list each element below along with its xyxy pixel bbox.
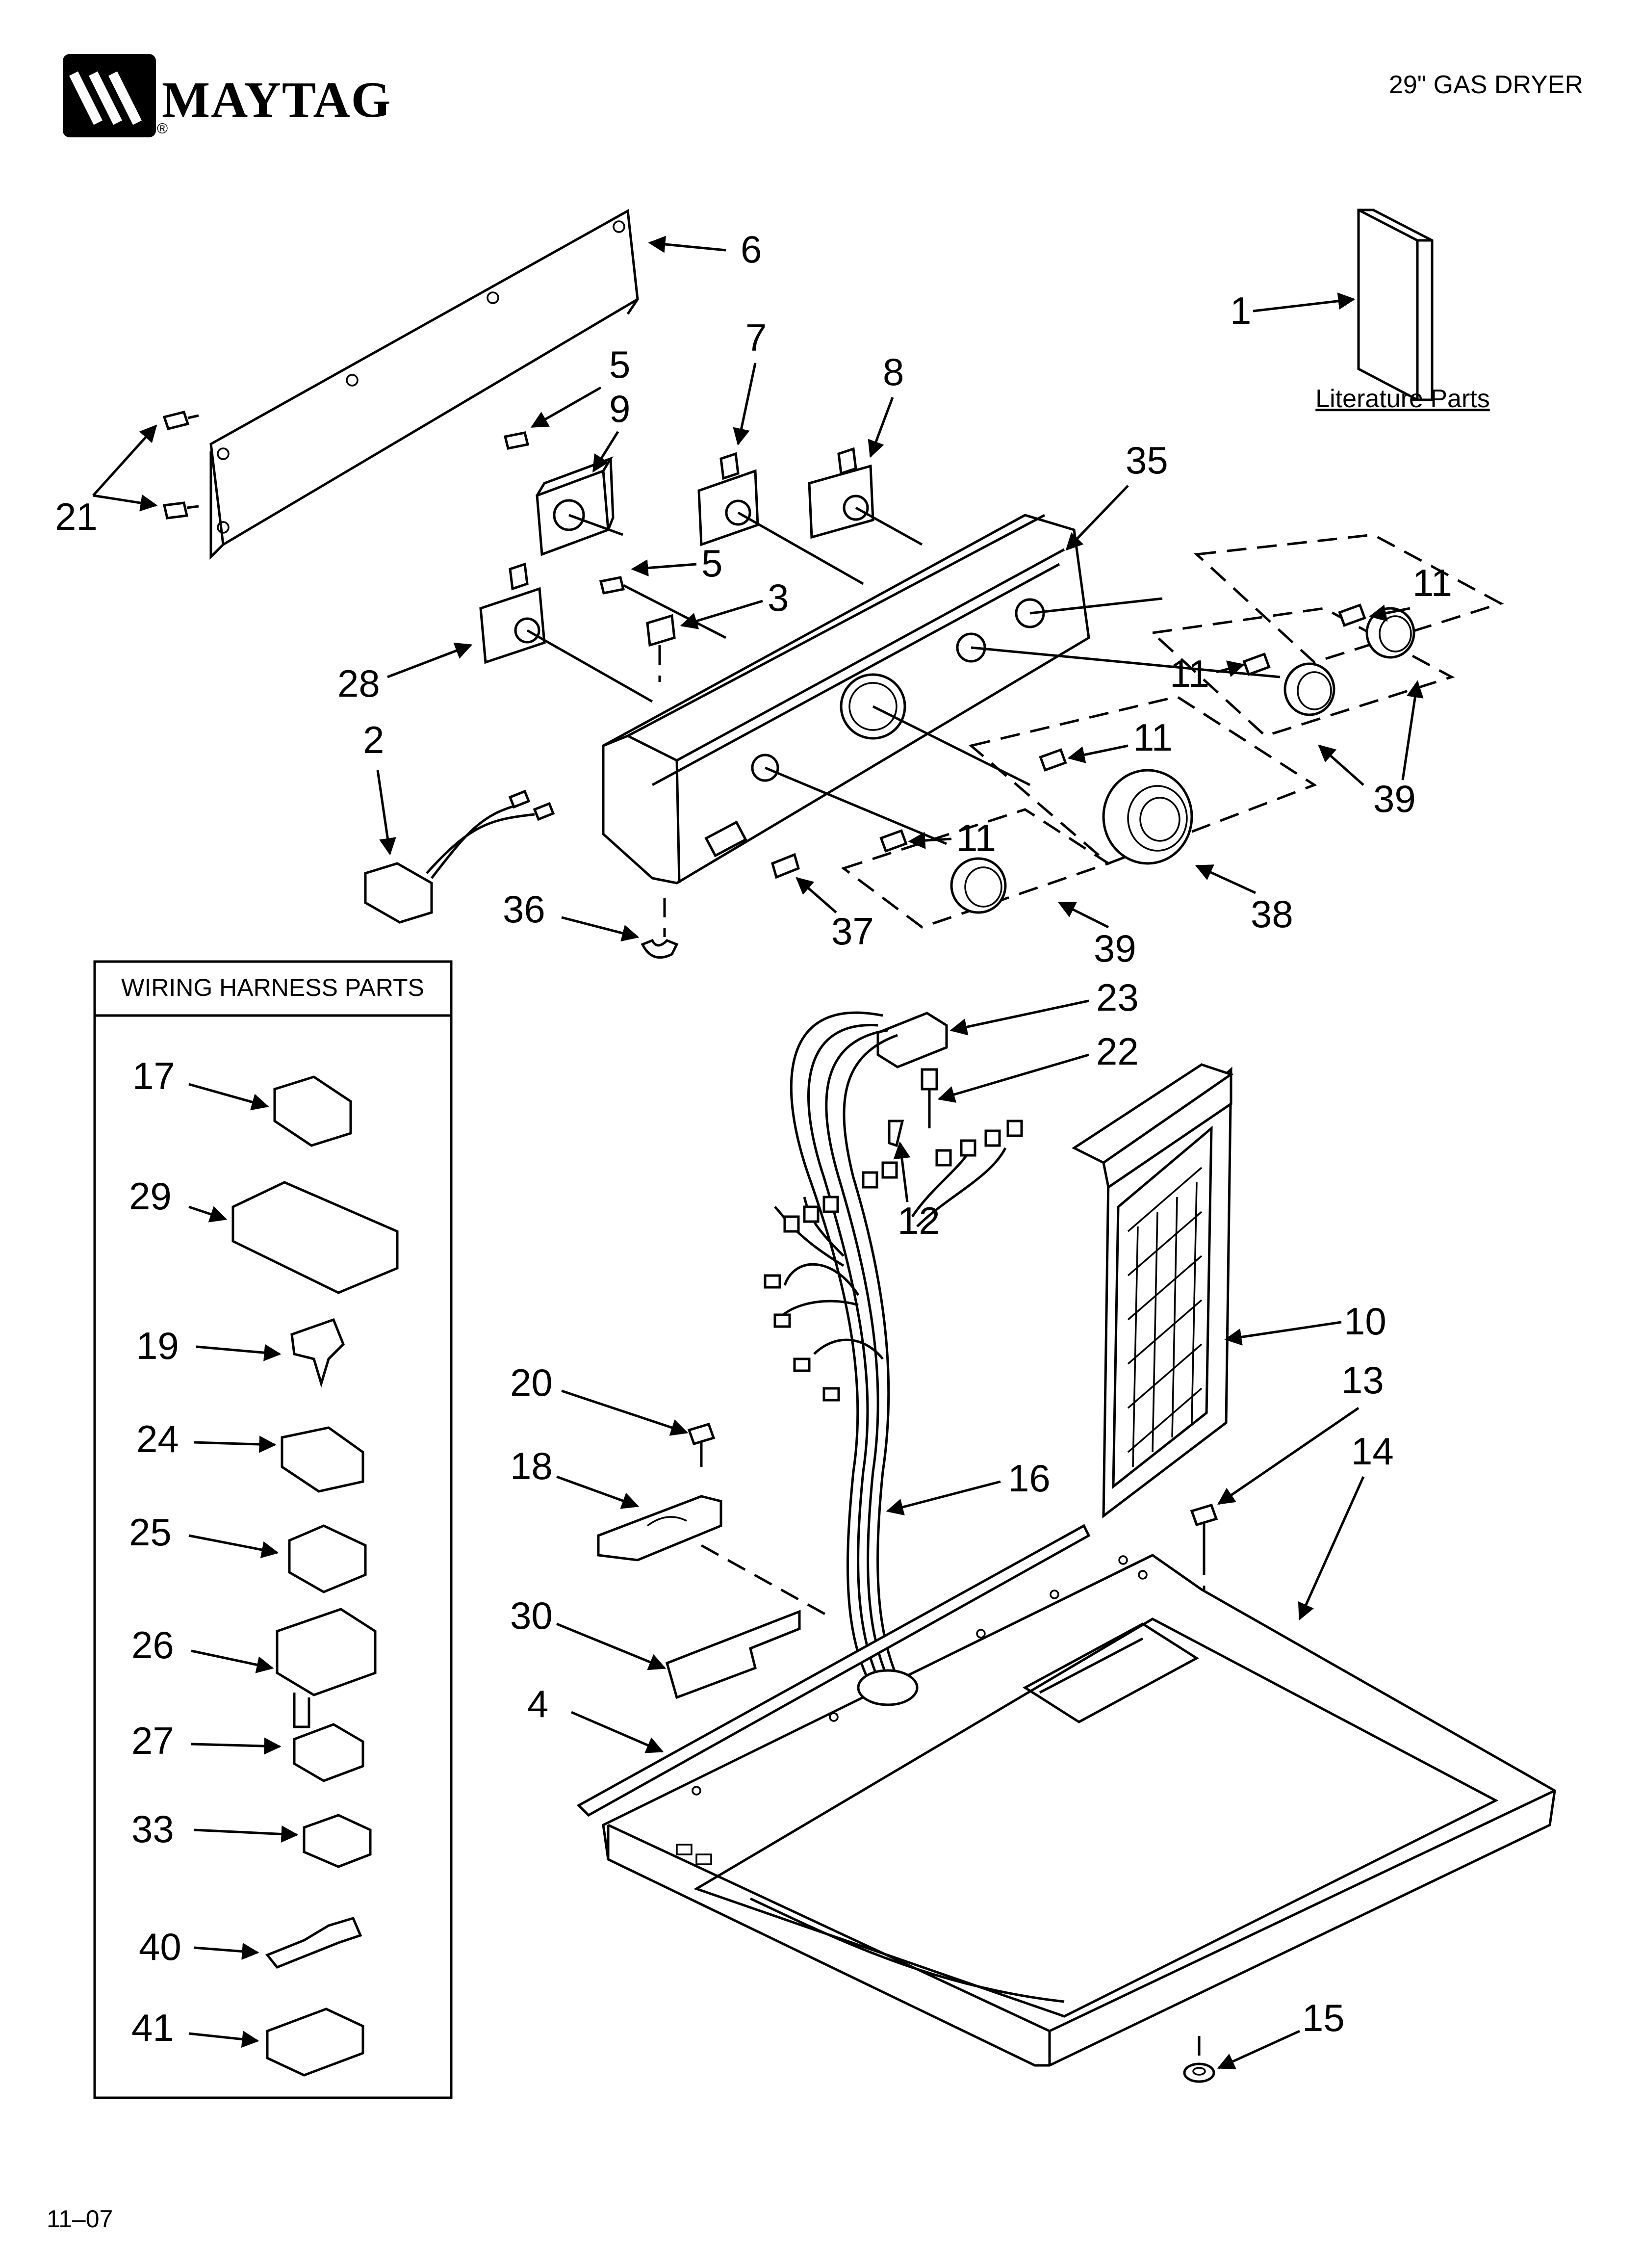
harness-item-33: 33 — [131, 1807, 174, 1851]
rotary-switch-7 — [697, 452, 864, 585]
literature-parts-group: Literature Parts 1 — [1230, 209, 1490, 413]
callout-11-a: 11 — [1412, 561, 1452, 604]
callout-39-bottom: 39 — [1094, 927, 1136, 970]
harness-item-26: 26 — [131, 1623, 174, 1667]
callout-9: 9 — [609, 387, 630, 430]
callout-12: 12 — [898, 1199, 940, 1242]
screw-5-upper — [503, 431, 530, 450]
harness-box-title: WIRING HARNESS PARTS — [121, 974, 424, 1001]
callout-35: 35 — [1126, 439, 1168, 482]
callout-38: 38 — [1251, 892, 1293, 936]
callout-1: 1 — [1230, 289, 1251, 332]
harness-item-25: 25 — [129, 1511, 172, 1554]
callout-5-mid: 5 — [701, 542, 722, 585]
screw-21-pair — [162, 411, 199, 520]
registered-mark: ® — [157, 121, 168, 137]
harness-item-29: 29 — [129, 1174, 172, 1218]
model-title: 29" GAS DRYER — [1389, 71, 1583, 99]
harness-item-27: 27 — [131, 1719, 174, 1762]
callout-37: 37 — [831, 910, 874, 953]
callout-16: 16 — [1008, 1457, 1051, 1500]
foot-15 — [1183, 2036, 1215, 2083]
plate-30 — [665, 1610, 801, 1699]
clip-3 — [646, 614, 676, 682]
control-panel-bracket — [209, 209, 639, 560]
timer-switch-9 — [536, 456, 623, 556]
callout-28: 28 — [337, 662, 380, 705]
clip-36 — [641, 898, 679, 959]
wiring-harness-box: WIRING HARNESS PARTS 17 29 19 24 25 26 2… — [93, 960, 453, 2099]
dryer-top-14 — [576, 1524, 1556, 2067]
callout-4: 4 — [527, 1682, 548, 1725]
literature-label: Literature Parts — [1315, 385, 1490, 413]
callout-2: 2 — [363, 718, 384, 761]
callout-14: 14 — [1351, 1430, 1394, 1473]
callout-23: 23 — [1096, 976, 1139, 1019]
switch-28 — [479, 562, 653, 703]
knob-group — [841, 533, 1504, 929]
callout-3: 3 — [768, 576, 789, 619]
harness-item-41: 41 — [131, 2006, 174, 2049]
harness-item-17: 17 — [132, 1054, 175, 1097]
control-console-35 — [602, 514, 1281, 885]
brand-name: MAYTAG — [162, 72, 391, 128]
callout-11-b: 11 — [1170, 652, 1209, 695]
callout-13: 13 — [1341, 1358, 1384, 1402]
callout-18: 18 — [510, 1444, 553, 1487]
callout-6: 6 — [741, 228, 762, 271]
wiring-harness-2 — [364, 789, 555, 924]
callout-20: 20 — [510, 1361, 553, 1404]
callout-39-right: 39 — [1373, 777, 1416, 820]
callout-8: 8 — [883, 350, 904, 393]
harness-item-40: 40 — [139, 1925, 181, 1968]
harness-item-19: 19 — [136, 1324, 179, 1367]
callout-11-d: 11 — [956, 816, 996, 860]
main-wiring-harness-16 — [764, 1011, 1023, 1698]
plate-18 — [597, 1495, 835, 1620]
callout-11-c: 11 — [1133, 716, 1173, 759]
callout-7: 7 — [745, 316, 767, 359]
callout-21: 21 — [55, 495, 98, 538]
callout-5-top: 5 — [609, 343, 630, 386]
label-37 — [770, 853, 800, 879]
callout-22: 22 — [1096, 1030, 1139, 1073]
rotary-switch-8 — [808, 447, 923, 546]
callout-36: 36 — [503, 887, 545, 931]
screw-5-lower — [599, 576, 727, 639]
lint-screen-10 — [1071, 1063, 1234, 1519]
maytag-logo: MAYTAG ® — [63, 54, 391, 137]
date-code: 11–07 — [47, 2205, 113, 2233]
callout-10: 10 — [1344, 1300, 1386, 1343]
callout-30: 30 — [510, 1594, 553, 1637]
callout-15: 15 — [1302, 1996, 1345, 2039]
screw-20 — [687, 1422, 716, 1467]
harness-item-24: 24 — [136, 1417, 179, 1460]
